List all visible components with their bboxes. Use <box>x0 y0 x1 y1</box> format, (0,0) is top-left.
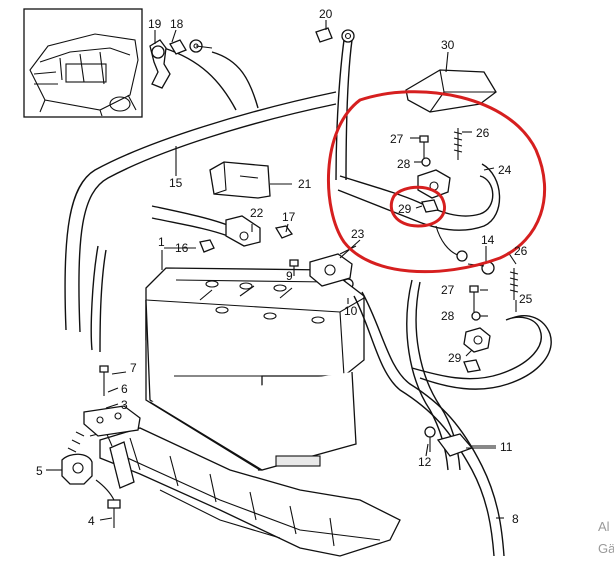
label-28-top: 28 <box>397 157 411 171</box>
label-26-right: 26 <box>514 244 528 258</box>
label-27-top: 27 <box>390 132 404 146</box>
label-6: 6 <box>121 382 128 396</box>
label-29-top: 29 <box>398 202 412 216</box>
clamp-23 <box>309 245 357 287</box>
part-labels: 19 18 20 30 27 26 28 24 29 15 21 22 17 1… <box>36 7 533 528</box>
left-hardware <box>61 365 141 528</box>
label-17: 17 <box>282 210 296 224</box>
cables-10-8 <box>353 291 505 557</box>
label-28-right: 28 <box>441 309 455 323</box>
cable-harness-15 <box>64 47 337 353</box>
label-11: 11 <box>500 440 513 454</box>
label-19: 19 <box>148 17 162 31</box>
label-1: 1 <box>158 235 165 249</box>
corner-text-line-1: Al <box>598 519 610 534</box>
leader-lines <box>46 20 517 521</box>
label-26-top: 26 <box>476 126 490 140</box>
label-12: 12 <box>418 455 432 469</box>
label-29-right: 29 <box>448 351 462 365</box>
label-22: 22 <box>250 206 264 220</box>
red-highlight-circle-large <box>326 90 546 274</box>
car-location-inset <box>23 8 143 118</box>
label-14: 14 <box>481 233 495 247</box>
label-10: 10 <box>344 304 358 318</box>
battery-1 <box>145 267 365 471</box>
cable-20 <box>315 27 355 181</box>
cable-bundle-11 <box>406 279 496 471</box>
label-18: 18 <box>170 17 184 31</box>
label-21: 21 <box>298 177 312 191</box>
label-24: 24 <box>498 163 512 177</box>
red-highlight-circle-small <box>389 185 446 228</box>
label-4: 4 <box>88 514 95 528</box>
corner-text-line-2: Gä <box>598 541 614 556</box>
right-terminal-assembly <box>411 268 552 390</box>
label-30: 30 <box>441 38 455 52</box>
label-7: 7 <box>130 361 137 375</box>
label-3: 3 <box>121 398 128 412</box>
label-23: 23 <box>351 227 365 241</box>
label-8: 8 <box>512 512 519 526</box>
label-25: 25 <box>519 292 533 306</box>
part-21-cover <box>209 161 292 199</box>
label-27-right: 27 <box>441 283 455 297</box>
parts-19-18 <box>149 39 213 89</box>
label-5: 5 <box>36 464 43 478</box>
label-20: 20 <box>319 7 333 21</box>
battery-tray <box>89 427 401 557</box>
part-22-clamp <box>151 205 294 253</box>
label-9: 9 <box>286 269 293 283</box>
label-16: 16 <box>175 241 189 255</box>
label-15: 15 <box>169 176 183 190</box>
